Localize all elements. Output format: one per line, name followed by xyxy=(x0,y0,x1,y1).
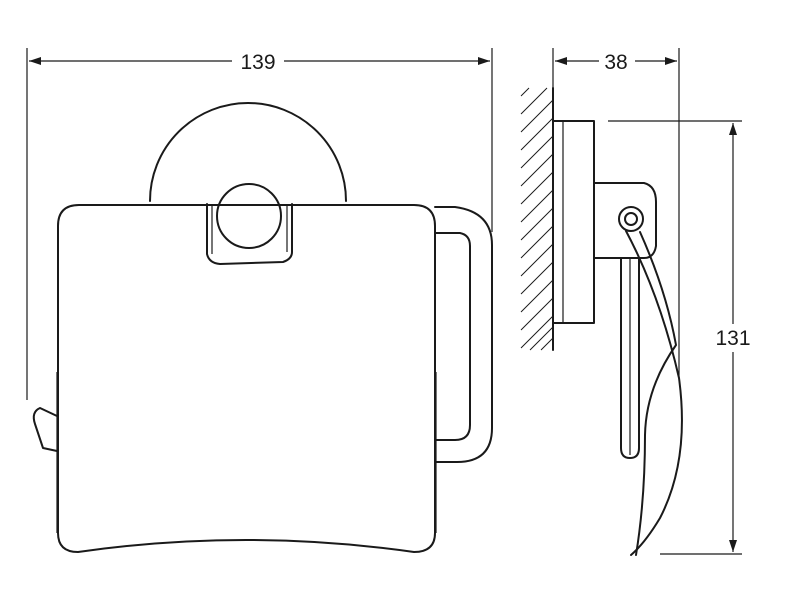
hinge-knob xyxy=(216,183,282,249)
wall-rosette xyxy=(149,102,347,202)
wall-plate xyxy=(552,120,595,324)
width-dimension: 139 xyxy=(26,48,493,400)
height-label: 131 xyxy=(715,327,750,350)
front-view xyxy=(32,102,493,553)
wall-hatching xyxy=(520,87,554,351)
height-dimension: 131 xyxy=(608,120,761,555)
pivot-outer xyxy=(618,206,644,232)
hinge-block xyxy=(206,203,293,265)
pivot-inner xyxy=(624,212,638,226)
depth-dimension: 38 xyxy=(552,48,680,378)
width-label: 139 xyxy=(240,51,275,74)
cover-profile xyxy=(625,230,683,556)
side-view xyxy=(520,87,683,556)
cover-profile-inner xyxy=(635,231,677,556)
holder-arm-inner xyxy=(435,232,471,441)
depth-label: 38 xyxy=(604,51,627,74)
mount-body xyxy=(593,182,657,259)
holder-arm xyxy=(434,206,493,463)
roll-rod xyxy=(620,257,640,459)
cover-flap xyxy=(57,204,436,553)
side-tab xyxy=(32,407,58,452)
